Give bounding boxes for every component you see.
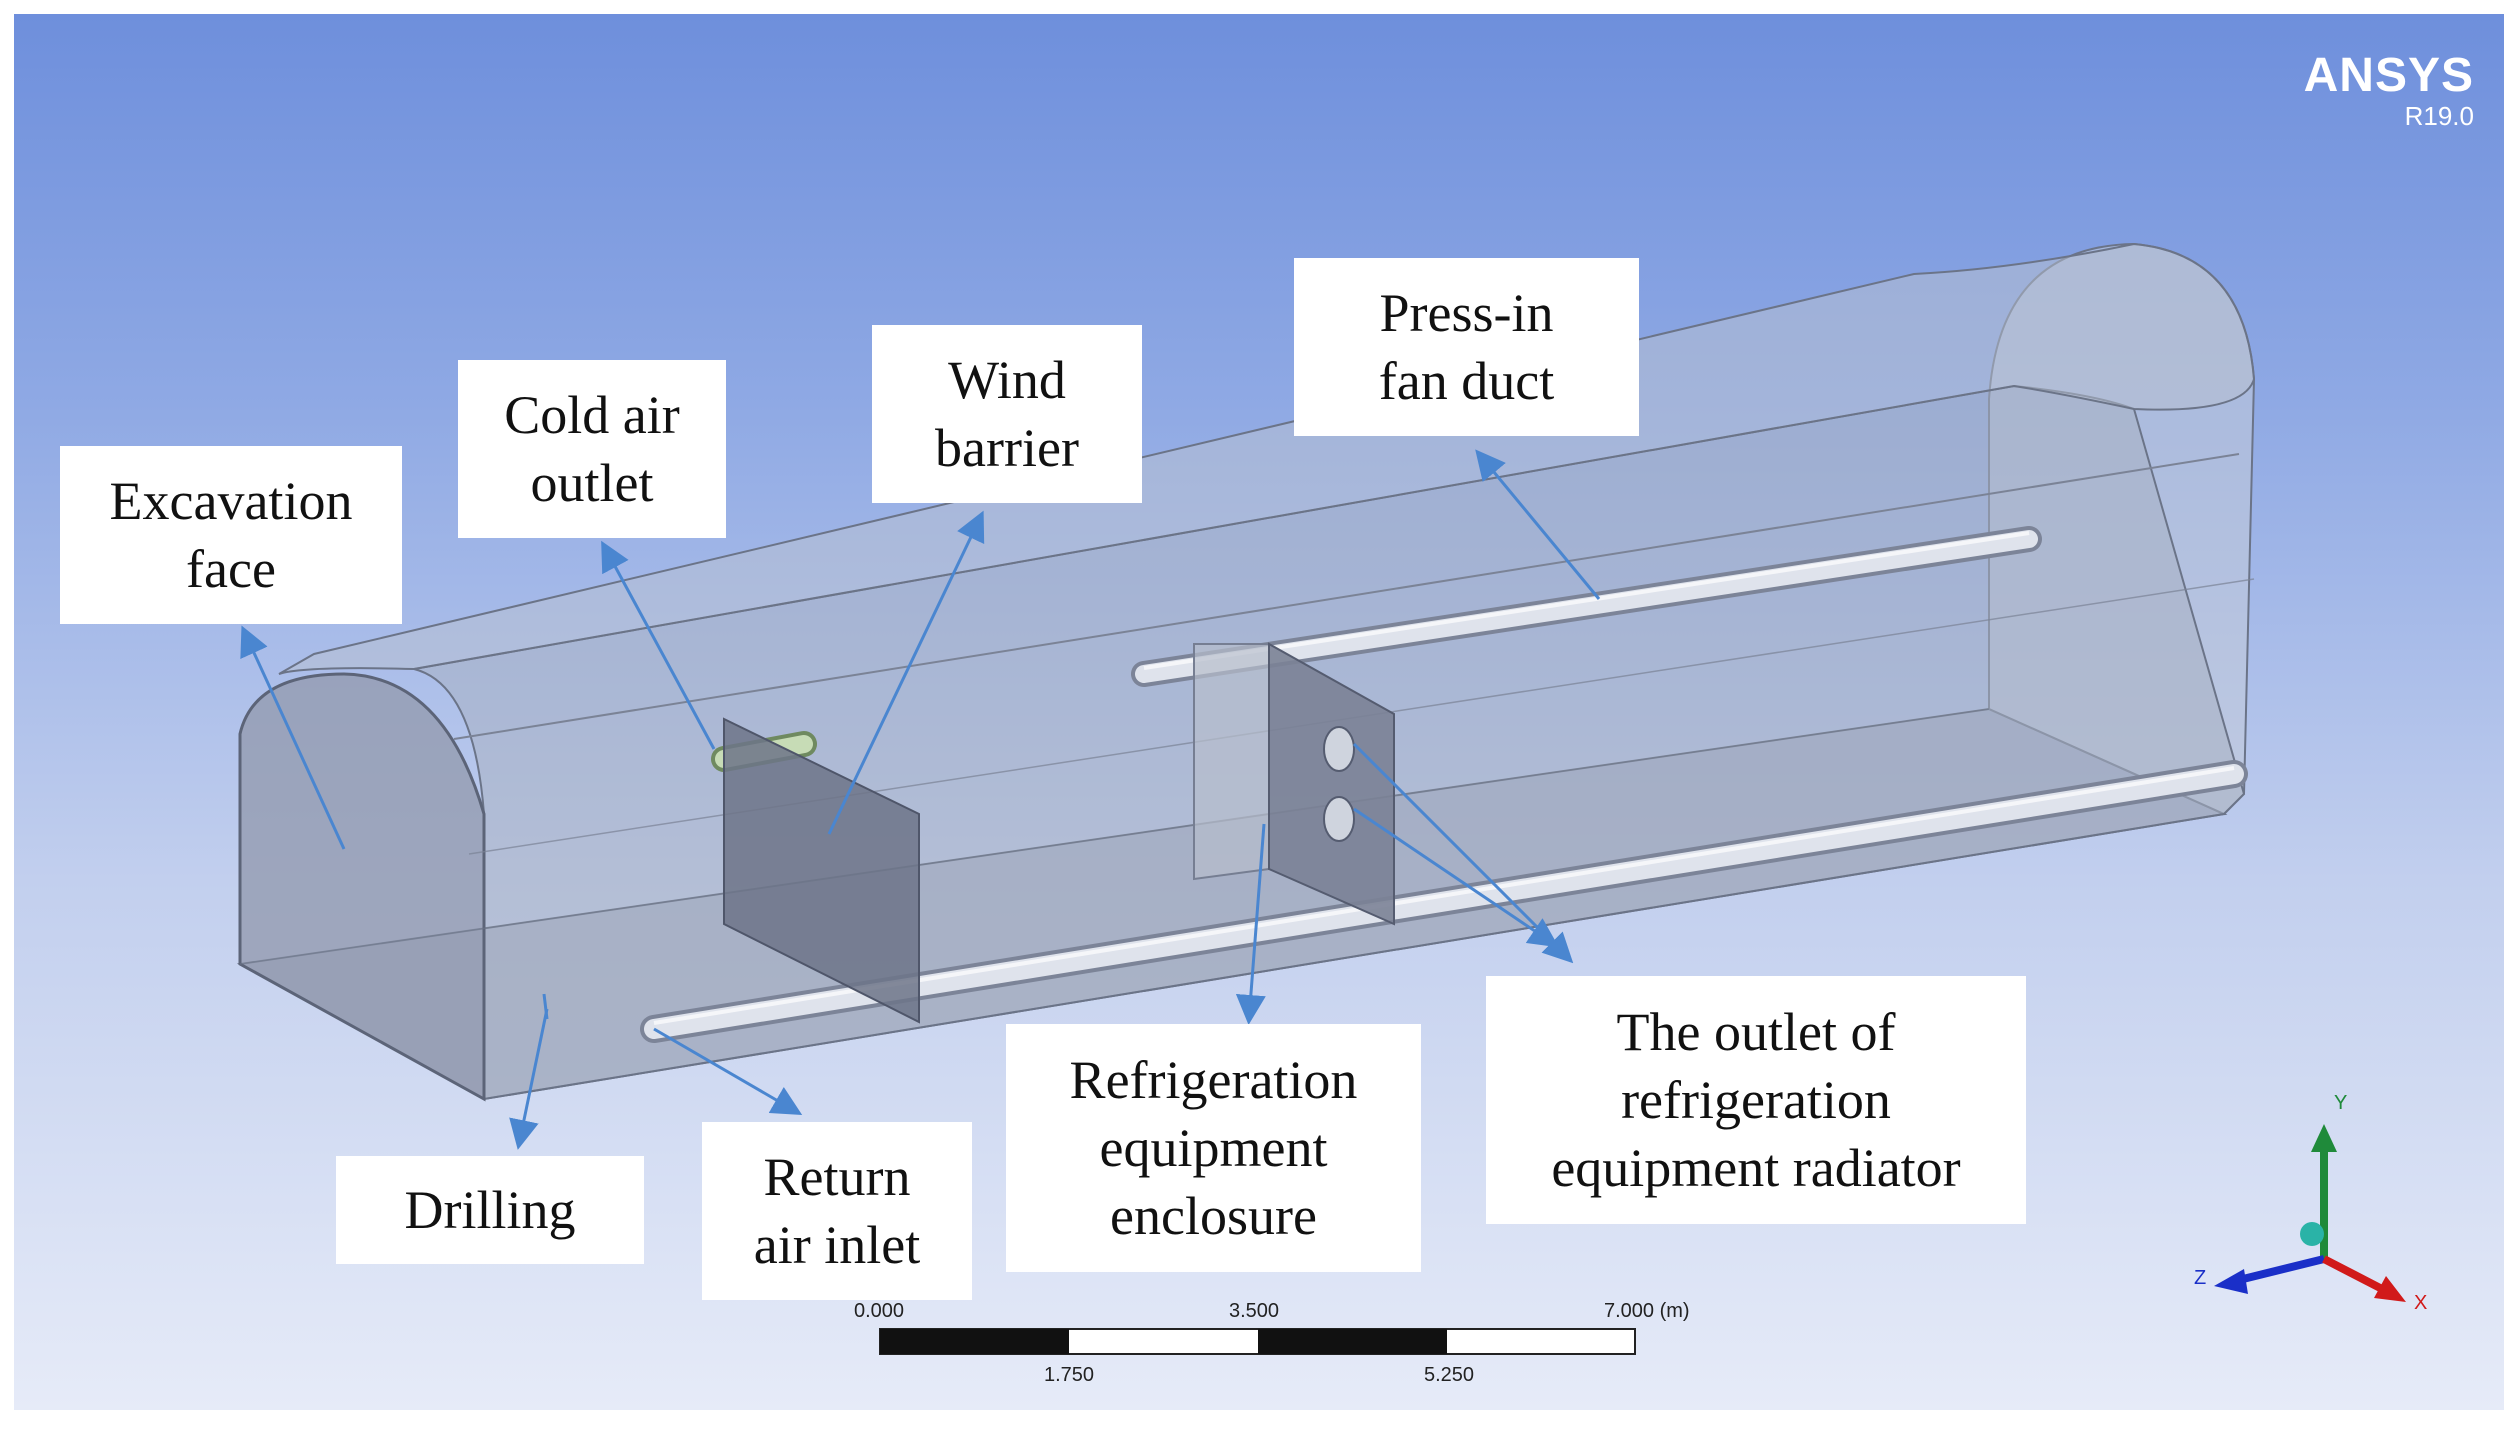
press-in-duct-shape [1131, 526, 2042, 687]
refrigeration-enclosure-shape [1193, 642, 1395, 926]
tunnel-roof [278, 242, 2256, 675]
callout-arrows [240, 449, 1601, 1150]
label-cold-air-outlet: Cold air outlet [458, 360, 726, 538]
axis-x-arrow [2322, 1255, 2386, 1294]
brand-name: ANSYS [2303, 49, 2474, 102]
label-cold-air-outlet-line2: outlet [530, 453, 654, 513]
arrow-drilling [509, 1008, 549, 1150]
label-excavation-face: Excavation face [60, 446, 402, 624]
label-cold-air-outlet-line1: Cold air [504, 385, 680, 445]
excavation-face-surface [238, 672, 486, 1102]
label-press-in-fan-duct: Press-in fan duct [1294, 258, 1639, 436]
axis-z-head [2214, 1269, 2248, 1294]
brand-version: R19.0 [2404, 101, 2474, 131]
axis-y-label: Y [2334, 1092, 2347, 1114]
label-wind-barrier: Wind barrier [872, 325, 1142, 503]
axis-y-head [2311, 1124, 2337, 1152]
scale-label-5250: 5.250 [1424, 1364, 1475, 1386]
label-refrigeration-enclosure: Refrigeration equipment enclosure [1006, 1024, 1421, 1272]
label-wind-barrier-line2: barrier [935, 418, 1079, 478]
label-excavation-face-line2: face [186, 539, 276, 599]
axis-origin-sphere [2300, 1222, 2324, 1246]
scale-label-0: 0.000 [854, 1300, 905, 1322]
graphics-viewport[interactable]: Y Z X ANSYS R19.0 Excavation face Cold a… [14, 14, 2504, 1410]
label-return-air-inlet-line2: air inlet [753, 1215, 921, 1275]
arrow-radiator-outlet-2 [1353, 807, 1559, 948]
label-drilling-line1: Drilling [404, 1180, 576, 1240]
ansys-logo: ANSYS R19.0 [2303, 49, 2474, 131]
scale-label-3500: 3.500 [1229, 1300, 1280, 1322]
scale-bar [879, 1328, 1636, 1355]
arrow-cold-air-outlet [601, 540, 716, 750]
tunnel-model: Y Z X [236, 242, 2427, 1355]
label-return-air-inlet-line1: Return [763, 1147, 911, 1207]
arrow-press-in-duct [1475, 449, 1601, 600]
label-press-in-fan-duct-line1: Press-in [1379, 283, 1554, 343]
label-return-air-inlet: Return air inlet [702, 1122, 972, 1300]
label-refrigeration-enclosure-line3: enclosure [1110, 1186, 1317, 1246]
arrow-refrigeration-enclosure [1235, 823, 1266, 1025]
label-radiator-outlet-line1: The outlet of [1616, 1002, 1896, 1062]
arrow-wind-barrier [827, 510, 985, 835]
label-radiator-outlet-line2: refrigeration [1621, 1070, 1891, 1130]
label-drilling: Drilling [336, 1156, 644, 1264]
label-refrigeration-enclosure-line2: equipment [1099, 1118, 1328, 1178]
scale-label-7000: 7.000 (m) [1604, 1300, 1690, 1322]
label-press-in-fan-duct-line2: fan duct [1378, 351, 1555, 411]
label-excavation-face-line1: Excavation [109, 471, 353, 531]
axis-x-head [2374, 1276, 2406, 1302]
label-radiator-outlet: The outlet of refrigeration equipment ra… [1486, 976, 2026, 1224]
arrow-return-air-inlet [653, 1027, 803, 1116]
axis-triad [2214, 1124, 2406, 1302]
scale-label-1750: 1.750 [1044, 1364, 1095, 1386]
label-wind-barrier-line1: Wind [948, 350, 1066, 410]
axis-z-label: Z [2194, 1267, 2206, 1289]
arrow-excavation-face [240, 625, 346, 850]
label-refrigeration-enclosure-line1: Refrigeration [1069, 1050, 1358, 1110]
axis-x-label: X [2414, 1292, 2427, 1314]
axis-z-arrow [2238, 1255, 2325, 1284]
label-radiator-outlet-line3: equipment radiator [1551, 1138, 1961, 1198]
